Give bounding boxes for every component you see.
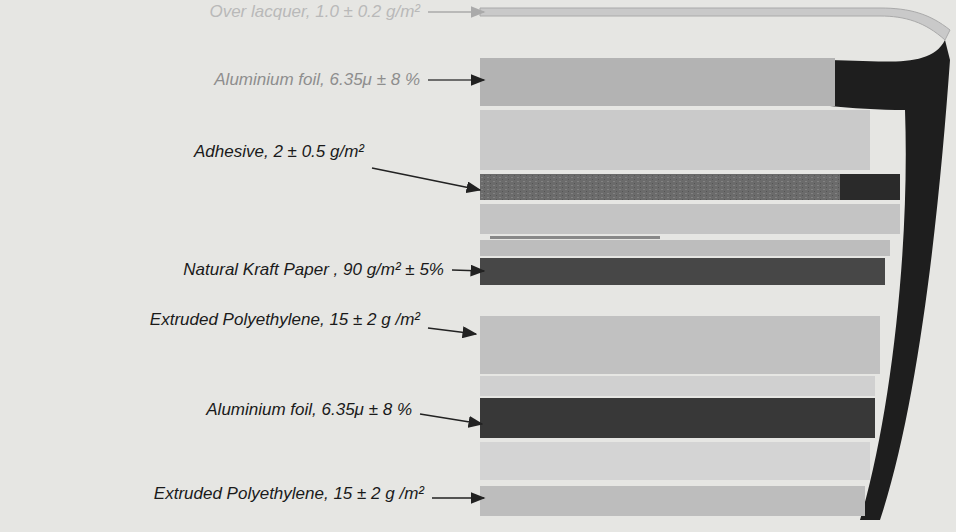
foil-layer: [480, 398, 875, 438]
leader-arrow: [428, 11, 484, 13]
leader-arrow: [372, 168, 480, 190]
layer-label: Adhesive, 2 ± 0.5 g/m²: [194, 142, 364, 162]
band-layer: [480, 240, 890, 256]
adhesive-layer: [480, 174, 840, 200]
foil-layer: [480, 58, 835, 106]
leader-arrow: [420, 414, 482, 424]
band-layer: [480, 204, 900, 234]
band-layer: [480, 110, 870, 170]
layer-label: Aluminium foil, 6.35μ ± 8 %: [206, 400, 412, 420]
band-layer: [480, 376, 875, 396]
layer-label: Extruded Polyethylene, 15 ± 2 g /m²: [154, 484, 424, 504]
layer-label: Over lacquer, 1.0 ± 0.2 g/m²: [209, 2, 420, 22]
band-edge: [490, 236, 660, 239]
pe-layer: [480, 486, 865, 516]
pe-layer: [480, 316, 880, 374]
lacquer-layer: [480, 8, 950, 40]
leader-arrow: [432, 497, 484, 499]
leader-arrow: [428, 328, 476, 334]
adhesive-layer-end: [840, 174, 900, 200]
layer-label: Aluminium foil, 6.35μ ± 8 %: [214, 70, 420, 90]
leader-arrow: [452, 270, 484, 271]
leader-arrow: [428, 79, 484, 81]
kraft-layer: [480, 258, 885, 285]
band-layer: [480, 442, 870, 480]
layer-label: Extruded Polyethylene, 15 ± 2 g /m²: [150, 310, 420, 330]
layer-label: Natural Kraft Paper , 90 g/m² ± 5%: [183, 260, 444, 280]
